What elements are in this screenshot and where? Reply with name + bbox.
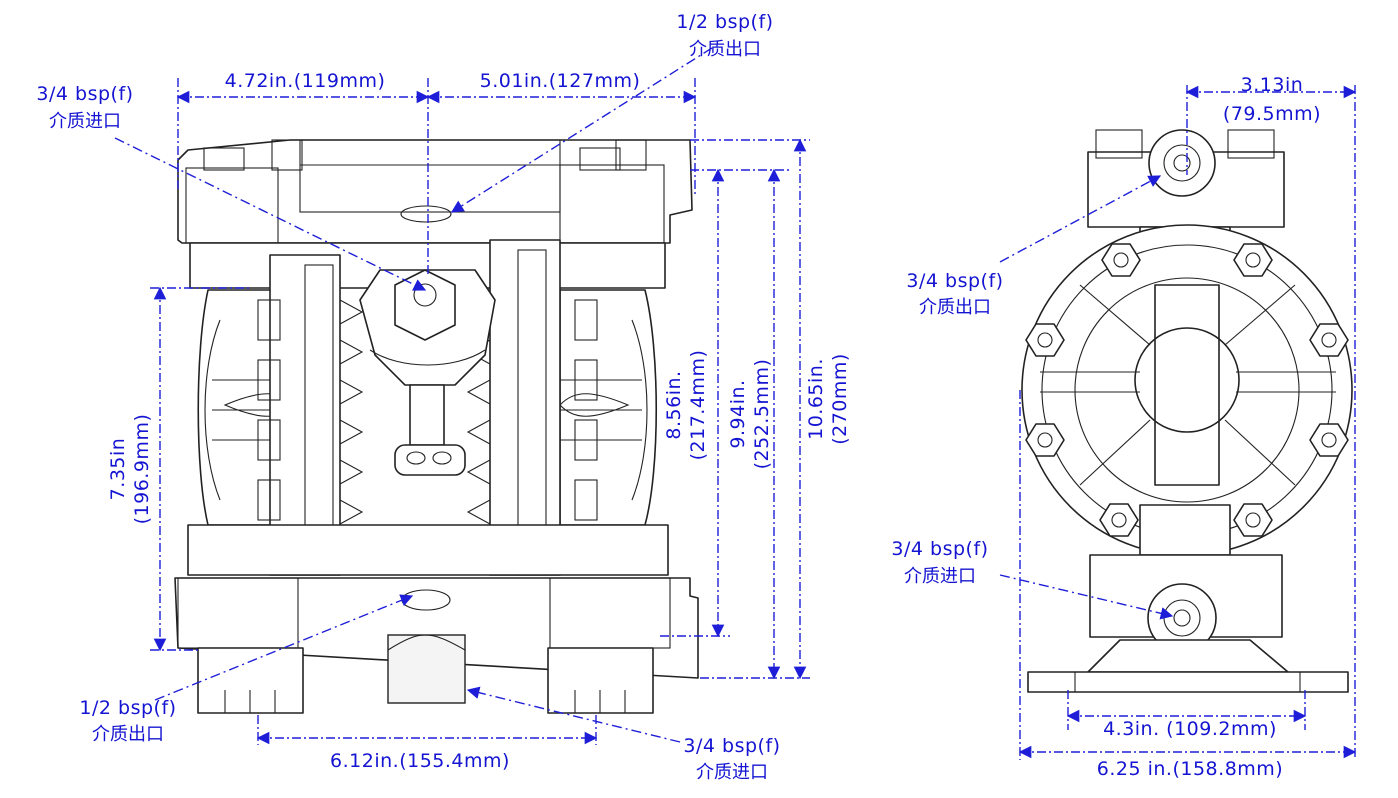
callout-bottom-inlet-size: 3/4 bsp(f) [683, 735, 780, 757]
side-view-leaders [999, 175, 1174, 620]
callout-top-outlet-size: 1/2 bsp(f) [676, 11, 773, 33]
front-view-leaders [114, 47, 713, 743]
dim-side-top-width-value: 3.13in [1241, 74, 1304, 96]
dim-right-top-width: 5.01in.(127mm) [480, 70, 641, 92]
dim-side-overall-width: 6.25 in.(158.8mm) [1097, 758, 1283, 780]
dim-height-2-value: 9.94in. [727, 379, 749, 448]
front-view-labels: 4.72in.(119mm) 5.01in.(127mm) 6.12in.(15… [36, 11, 851, 783]
dim-side-top-width-metric: (79.5mm) [1223, 103, 1321, 125]
callout-side-outlet-label: 介质出口 [919, 297, 991, 318]
dim-height-2-metric: (252.5mm) [751, 359, 773, 470]
dim-height-3-value: 10.65in. [805, 358, 827, 440]
callout-bottom-outlet-label: 介质出口 [92, 724, 164, 745]
callout-bottom-inlet-label: 介质进口 [696, 762, 768, 783]
dim-left-top-width: 4.72in.(119mm) [225, 70, 386, 92]
callout-top-inlet-size: 3/4 bsp(f) [36, 83, 133, 105]
dim-height-1-metric: (217.4mm) [687, 350, 709, 461]
callout-side-inlet-size: 3/4 bsp(f) [891, 538, 988, 560]
front-view-pump [174, 139, 699, 714]
front-view-dimension-lines [150, 78, 810, 745]
side-view-labels: 3.13in (79.5mm) 4.3in. (109.2mm) 6.25 in… [891, 74, 1321, 780]
callout-top-outlet-label: 介质出口 [689, 39, 761, 60]
dim-left-height-value: 7.35in [107, 438, 129, 501]
callout-top-inlet-label: 介质进口 [49, 111, 121, 132]
dim-bottom-width: 6.12in.(155.4mm) [330, 750, 510, 772]
callout-bottom-outlet-size: 1/2 bsp(f) [79, 697, 176, 719]
side-view-dimension-lines [1018, 85, 1357, 760]
side-view-pump [1021, 129, 1353, 693]
dim-height-1-value: 8.56in. [663, 370, 685, 439]
dim-height-3-metric: (270mm) [829, 353, 851, 445]
dim-left-height-metric: (196.9mm) [131, 414, 153, 525]
callout-side-outlet-size: 3/4 bsp(f) [906, 270, 1003, 292]
dim-side-base-width: 4.3in. (109.2mm) [1103, 718, 1277, 740]
callout-side-inlet-label: 介质进口 [904, 566, 976, 587]
